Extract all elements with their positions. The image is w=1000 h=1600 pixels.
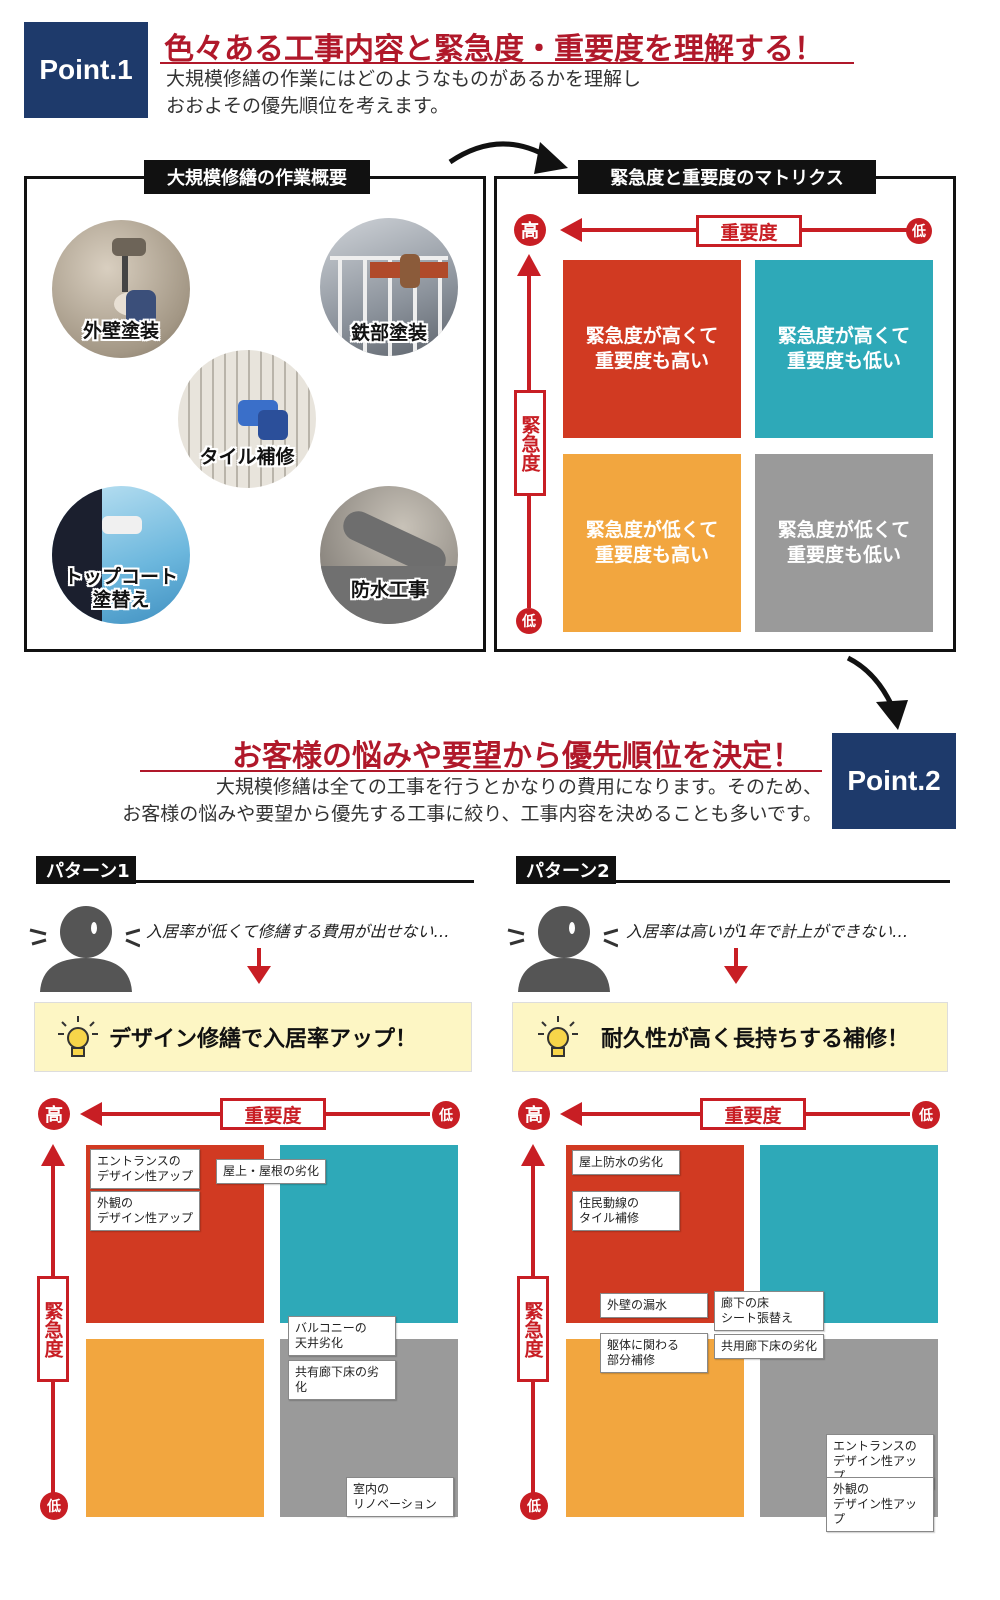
p2-low-right-label: 低 — [912, 1101, 940, 1129]
pattern1-rule — [36, 880, 474, 883]
point1-badge: Point.1 — [24, 22, 148, 118]
item-iron-painting: 鉄部塗装 — [350, 322, 427, 344]
arrow-left-icon — [560, 1102, 582, 1126]
pattern1-arrow-shaft — [257, 948, 261, 968]
p1-tag-roof: 屋上・屋根の劣化 — [216, 1159, 326, 1184]
matrix-high-label: 高 — [514, 214, 546, 246]
item-topcoat-repaint: トップコート 塗替え — [63, 566, 178, 611]
pattern2-arrow-shaft — [734, 948, 738, 968]
matrix-low-bottom-label: 低 — [516, 608, 542, 634]
curved-arrow-down-icon — [846, 655, 908, 730]
point1-heading: 色々ある工事内容と緊急度・重要度を理解する！ — [164, 32, 824, 67]
p1-low-right-label: 低 — [432, 1101, 460, 1129]
tile-repair-photo — [178, 350, 316, 488]
p1-tag-renovation: 室内の リノベーション — [346, 1477, 454, 1517]
matrix-importance-label: 重要度 — [696, 215, 802, 247]
lightbulb-icon — [58, 1016, 98, 1057]
pattern2-title: パターン2 — [516, 856, 616, 884]
iron-parts-photo — [320, 218, 458, 356]
item-tile-repair: タイル補修 — [199, 446, 295, 468]
point1-desc-1: 大規模修繕の作業にはどのようなものがあるかを理解し — [166, 68, 642, 90]
p1-urgency-label: 緊急度 — [37, 1276, 69, 1382]
p2-tag-structure: 躯体に関わる 部分補修 — [600, 1333, 708, 1373]
p2-tag-tile: 住民動線の タイル補修 — [572, 1191, 680, 1231]
pattern2-idea-box: 耐久性が高く長持ちする補修！ — [512, 1002, 948, 1072]
p2-tag-corridor: 共用廊下床の劣化 — [714, 1334, 824, 1359]
arrow-down-icon — [247, 966, 271, 984]
arrow-left-icon — [80, 1102, 102, 1126]
matrix-low-right-label: 低 — [906, 218, 932, 244]
item-exterior-wall-painting: 外壁塗装 — [82, 320, 159, 342]
arrow-down-icon — [724, 966, 748, 984]
p1-tag-entrance: エントランスの デザイン性アップ — [90, 1149, 200, 1189]
p2-importance-label: 重要度 — [700, 1098, 806, 1130]
pattern1-idea-box: デザイン修繕で入居率アップ！ — [34, 1002, 472, 1072]
topcoat-photo — [52, 486, 190, 624]
item-waterproofing: 防水工事 — [350, 579, 427, 601]
arrow-up-icon — [521, 1144, 545, 1166]
point2-badge: Point.2 — [832, 733, 956, 829]
point2-heading: お客様の悩みや要望から優先順位を決定！ — [232, 739, 802, 774]
exterior-wall-photo — [52, 220, 190, 358]
quadrant-low-low: 緊急度が低くて 重要度も低い — [755, 454, 933, 632]
quadrant-high-low: 緊急度が高くて 重要度も低い — [755, 260, 933, 438]
p1-tag-exterior: 外観の デザイン性アップ — [90, 1191, 200, 1231]
overview-title: 大規模修繕の作業概要 — [144, 160, 370, 194]
point2-desc-1: 大規模修繕は全ての工事を行うとかなりの費用になります。そのため、 — [215, 776, 822, 798]
p1-tag-balcony: バルコニーの 天井劣化 — [288, 1316, 396, 1356]
pattern1-title: パターン1 — [36, 856, 136, 884]
p1-high-label: 高 — [38, 1098, 70, 1130]
quadrant-low-high: 緊急度が低くて 重要度も高い — [563, 454, 741, 632]
waterproofing-photo — [320, 486, 458, 624]
point1-desc-2: おおよその優先順位を考えます。 — [166, 95, 450, 117]
person-icon — [29, 906, 140, 992]
p2-high-label: 高 — [518, 1098, 550, 1130]
arrow-up-icon — [41, 1144, 65, 1166]
p2-urgency-label: 緊急度 — [517, 1276, 549, 1382]
p2-tag-floor-sheet: 廊下の床 シート張替え — [714, 1291, 824, 1331]
pattern1-worry: 入居率が低くて修繕する費用が出せない… — [146, 922, 450, 941]
point2-underline — [140, 770, 822, 772]
p1-importance-label: 重要度 — [220, 1098, 326, 1130]
curved-arrow-icon — [448, 141, 568, 174]
p2-tag-roof-waterproof: 屋上防水の劣化 — [572, 1150, 680, 1175]
matrix-urgency-label: 緊急度 — [514, 390, 546, 496]
pattern2-idea-text: 耐久性が高く長持ちする補修！ — [601, 1027, 910, 1052]
matrix-title: 緊急度と重要度のマトリクス — [578, 160, 876, 194]
p2-tag-wall-leak: 外壁の漏水 — [600, 1293, 708, 1318]
point2-desc-2: お客様の悩みや要望から優先する工事に絞り、工事内容を決めることも多いです。 — [122, 803, 822, 825]
arrow-up-icon — [517, 254, 541, 276]
p2-low-bottom-label: 低 — [520, 1492, 548, 1520]
quadrant-high-high: 緊急度が高くて 重要度も高い — [563, 260, 741, 438]
lightbulb-icon — [538, 1016, 578, 1057]
p1-low-bottom-label: 低 — [40, 1492, 68, 1520]
p2-tag-exterior: 外観の デザイン性アップ — [826, 1477, 934, 1532]
pattern2-rule — [516, 880, 950, 883]
pattern1-idea-text: デザイン修繕で入居率アップ！ — [109, 1027, 418, 1052]
pattern2-worry: 入居率は高いが1年で計上ができない… — [626, 922, 909, 941]
person-icon — [507, 906, 618, 992]
p1-quadrant-orange — [86, 1339, 264, 1517]
arrow-left-icon — [560, 218, 582, 242]
point1-underline — [160, 62, 854, 64]
p1-tag-corridor: 共有廊下床の劣化 — [288, 1360, 396, 1400]
